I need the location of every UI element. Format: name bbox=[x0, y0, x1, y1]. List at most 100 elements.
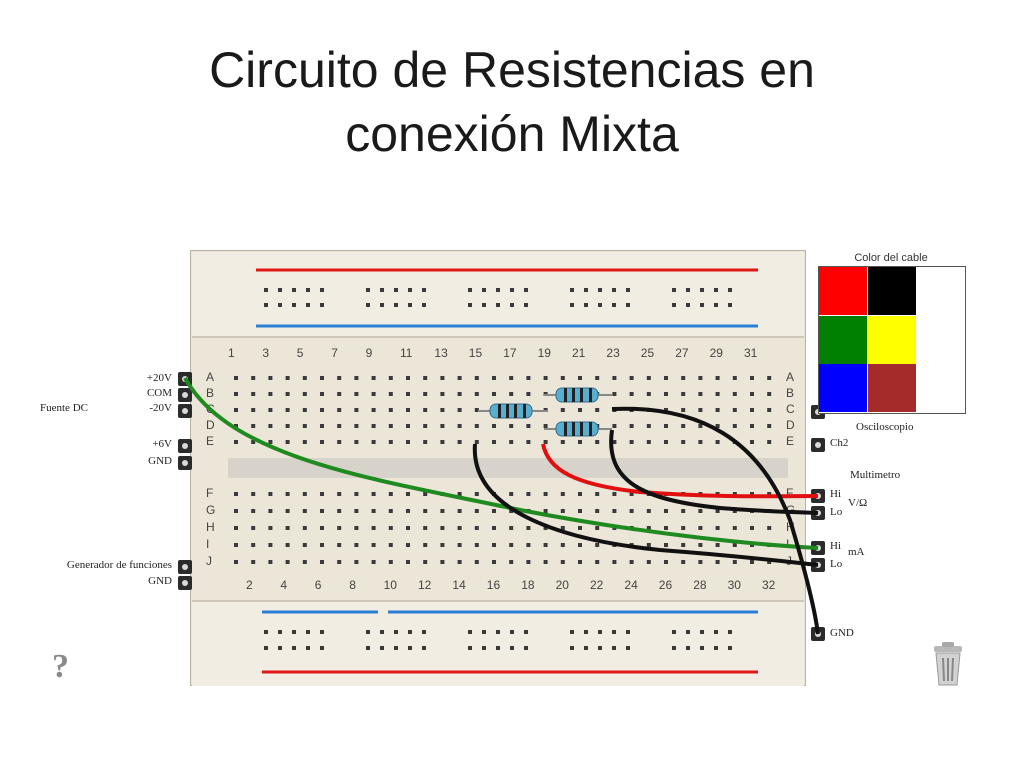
column-number-top: 17 bbox=[503, 346, 517, 360]
jack-generador[interactable] bbox=[178, 560, 192, 574]
column-number-bottom: 4 bbox=[280, 578, 288, 592]
column-number-bottom: 16 bbox=[486, 578, 501, 592]
row-letter: B bbox=[206, 386, 215, 400]
slide-title-line2: conexión Mixta bbox=[345, 106, 679, 162]
label-multimetro: Multimetro bbox=[850, 469, 901, 481]
column-number-top: 15 bbox=[468, 346, 483, 360]
resistor-3[interactable] bbox=[544, 421, 612, 437]
row-letter: D bbox=[206, 418, 215, 432]
column-number-top: 25 bbox=[640, 346, 655, 360]
legend-swatch[interactable] bbox=[819, 267, 867, 315]
label-gnd-generador: GND bbox=[148, 575, 172, 587]
label-ma: mA bbox=[848, 546, 865, 558]
label-minus20v: -20V bbox=[149, 402, 172, 414]
column-number-bottom: 26 bbox=[658, 578, 673, 592]
legend-swatch[interactable] bbox=[867, 267, 916, 315]
row-letter: F bbox=[786, 486, 794, 500]
wire-black-2[interactable] bbox=[609, 429, 819, 515]
legend-swatch[interactable] bbox=[916, 315, 964, 364]
column-number-top: 13 bbox=[434, 346, 448, 360]
column-number-bottom: 14 bbox=[452, 578, 466, 592]
column-number-bottom: 28 bbox=[693, 578, 707, 592]
label-lo-v: Lo bbox=[830, 506, 843, 518]
column-number-bottom: 22 bbox=[590, 578, 604, 592]
label-gnd-right: GND bbox=[830, 627, 854, 639]
row-letter: H bbox=[206, 520, 215, 534]
column-number-bottom: 20 bbox=[555, 578, 569, 592]
column-number-bottom: 24 bbox=[624, 578, 638, 592]
resistor-1[interactable] bbox=[478, 403, 548, 419]
legend-swatch[interactable] bbox=[916, 267, 964, 315]
jack-gnd-6v[interactable] bbox=[178, 456, 192, 470]
wire-color-legend bbox=[818, 266, 966, 414]
row-letter: A bbox=[206, 370, 215, 384]
label-fuente-dc: Fuente DC bbox=[40, 402, 88, 414]
label-vohm: V/Ω bbox=[848, 497, 868, 509]
column-number-bottom: 2 bbox=[246, 578, 253, 592]
column-number-top: 21 bbox=[572, 346, 586, 360]
legend-swatch[interactable] bbox=[916, 364, 964, 412]
column-number-top: 3 bbox=[262, 346, 270, 360]
wire-black-3[interactable] bbox=[611, 406, 820, 635]
power-rail-top bbox=[192, 252, 804, 338]
resistor-2[interactable] bbox=[544, 387, 612, 403]
legend-swatch[interactable] bbox=[819, 364, 867, 412]
row-letter: E bbox=[206, 434, 215, 448]
label-lo-ma: Lo bbox=[830, 558, 843, 570]
jack-plus6v[interactable] bbox=[178, 439, 192, 453]
jack-minus20v[interactable] bbox=[178, 404, 192, 418]
label-hi-v: Hi bbox=[830, 488, 841, 500]
label-com: COM bbox=[146, 387, 172, 399]
column-number-bottom: 30 bbox=[727, 578, 741, 592]
column-number-bottom: 6 bbox=[314, 578, 322, 592]
row-letter: J bbox=[206, 554, 212, 568]
row-letter: I bbox=[786, 537, 790, 551]
column-number-top: 19 bbox=[537, 346, 551, 360]
column-number-bottom: 32 bbox=[762, 578, 776, 592]
jack-com[interactable] bbox=[178, 388, 192, 402]
row-letter: D bbox=[786, 418, 795, 432]
row-letter: F bbox=[206, 486, 214, 500]
label-generador-funciones: Generador de funciones bbox=[66, 559, 172, 571]
row-letter: I bbox=[206, 537, 210, 551]
trash-icon[interactable] bbox=[928, 640, 968, 688]
column-number-top: 1 bbox=[228, 346, 235, 360]
column-number-top: 23 bbox=[606, 346, 620, 360]
jack-ch2[interactable] bbox=[811, 438, 825, 452]
row-letter: C bbox=[786, 402, 795, 416]
column-number-top: 5 bbox=[296, 346, 304, 360]
center-channel bbox=[228, 458, 788, 478]
label-hi-ma: Hi bbox=[830, 540, 841, 552]
wire-green[interactable] bbox=[183, 377, 819, 550]
column-number-top: 27 bbox=[675, 346, 689, 360]
column-number-top: 29 bbox=[709, 346, 723, 360]
help-icon[interactable]: ? bbox=[52, 648, 69, 685]
jack-gnd-generador[interactable] bbox=[178, 576, 192, 590]
label-osciloscopio: Osciloscopio bbox=[856, 421, 914, 433]
row-letter: A bbox=[786, 370, 795, 384]
row-letter: B bbox=[786, 386, 795, 400]
legend-swatch[interactable] bbox=[867, 364, 916, 412]
row-letter: E bbox=[786, 434, 795, 448]
label-plus20v: +20V bbox=[146, 372, 172, 384]
label-ch2: Ch2 bbox=[830, 437, 849, 449]
column-number-top: 11 bbox=[400, 346, 413, 360]
legend-title: Color del cable bbox=[854, 252, 928, 264]
slide-title-line1: Circuito de Resistencias en bbox=[209, 42, 815, 98]
row-letter: G bbox=[206, 503, 216, 517]
legend-swatch[interactable] bbox=[819, 315, 867, 364]
column-number-bottom: 12 bbox=[418, 578, 432, 592]
column-number-bottom: 8 bbox=[349, 578, 356, 592]
wire-black-1[interactable] bbox=[472, 443, 819, 567]
label-plus6v: +6V bbox=[152, 438, 172, 450]
column-number-bottom: 10 bbox=[383, 578, 397, 592]
column-number-top: 31 bbox=[744, 346, 758, 360]
legend-swatch[interactable] bbox=[867, 315, 916, 364]
column-number-top: 9 bbox=[365, 346, 373, 360]
column-number-bottom: 18 bbox=[521, 578, 535, 592]
column-number-top: 7 bbox=[331, 346, 338, 360]
label-gnd-6v: GND bbox=[148, 455, 172, 467]
slide-title: Circuito de Resistencias en conexión Mix… bbox=[0, 38, 1024, 166]
